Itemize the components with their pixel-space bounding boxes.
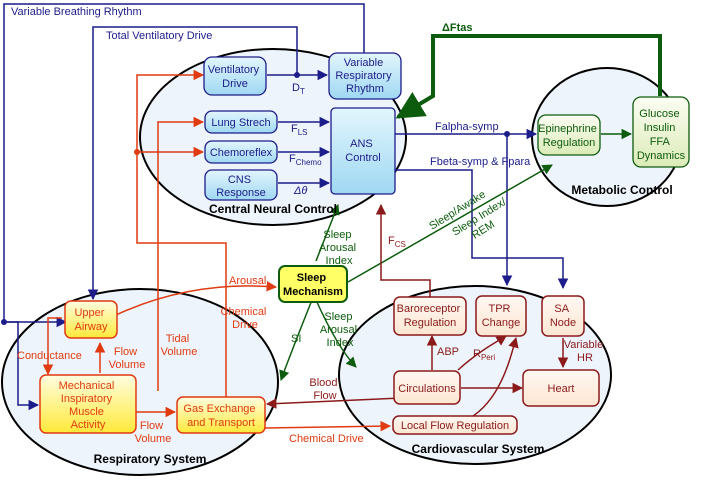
upper-airway-box: Upper Airway	[64, 300, 118, 339]
central-neural-control-title: Central Neural Control	[209, 202, 337, 216]
variable-breathing-rhythm-label: Variable Breathing Rhythm	[11, 6, 142, 18]
blue-connectors	[3, 3, 569, 411]
arousal-label: Arousal	[229, 275, 266, 287]
conductance-label: Conductance	[17, 350, 82, 362]
sleep-mechanism-box: Sleep Mechanism	[278, 265, 348, 303]
si-label: SI	[291, 333, 301, 345]
svg-text:Baroreceptor Regulation: Baroreceptor Regulation	[397, 303, 464, 329]
svg-text:Mechanical Inspiratory: Mechanical Inspiratory Muscle Activity	[59, 380, 118, 431]
tpr-change-box: TPR Change	[475, 295, 527, 337]
heart-box: Heart	[522, 369, 600, 407]
dt-label: DT	[292, 82, 305, 96]
flow-volume-bottom-label: Flow Volume	[135, 420, 172, 445]
svg-text:Sleep Mechanism: Sleep Mechanism	[283, 272, 343, 298]
metabolic-control-title: Metabolic Control	[571, 183, 672, 197]
chemoreflex-box: Chemoreflex	[204, 140, 278, 164]
total-ventilatory-drive-label: Total Ventilatory Drive	[106, 30, 212, 42]
variable-respiratory-rhythm-box: Variable Respiratory Rhythm	[328, 52, 402, 100]
rperi-label: RPeri	[473, 348, 495, 362]
chemical-drive-bottom-label: Chemical Drive	[289, 433, 364, 445]
fchemo-label: FChemo	[289, 153, 322, 167]
abp-label: ABP	[437, 346, 459, 358]
svg-text:Epinephrine Regulation: Epinephrine Regulation	[538, 123, 600, 149]
green-connectors	[279, 34, 662, 381]
red-connectors	[42, 69, 392, 432]
svg-text:SA Node: SA Node	[550, 303, 576, 329]
sa-node-box: SA Node	[541, 295, 585, 337]
variable-hr-label: Variable HR	[564, 339, 607, 364]
sleep-arousal-index-bottom-label: Sleep Arousal Index	[320, 311, 360, 349]
delta-theta-label: Δθ	[293, 185, 307, 197]
svg-text:Ventilatory Drive: Ventilatory Drive	[208, 64, 262, 90]
local-flow-regulation-box: Local Flow Regulation	[392, 415, 518, 435]
cardiovascular-system-title: Cardiovascular System	[412, 442, 545, 456]
baroreceptor-regulation-box: Baroreceptor Regulation	[393, 296, 467, 336]
svg-text:Heart: Heart	[548, 383, 575, 395]
chemical-drive-left-label: Chemical Drive	[221, 306, 270, 331]
svg-text:Local Flow Regulation: Local Flow Regulation	[401, 420, 509, 432]
sleep-arousal-index-top-label: Sleep Arousal Index	[319, 229, 359, 267]
mechanical-muscle-box: Mechanical Inspiratory Muscle Activity	[39, 374, 137, 434]
respiratory-system-title: Respiratory System	[94, 452, 207, 466]
darkred-connectors	[265, 203, 569, 419]
svg-text:CNS Response: CNS Response	[216, 174, 266, 199]
falpha-symp-label: Falpha-symp	[435, 121, 499, 133]
flow-volume-top-label: Flow Volume	[109, 346, 146, 371]
tidal-volume-label: Tidal Volume	[161, 333, 198, 358]
cns-response-box: CNS Response	[204, 169, 278, 201]
svg-text:Glucose Insulin FF: Glucose Insulin FFA Dynamics	[637, 108, 686, 162]
fls-label: FLS	[291, 123, 308, 137]
svg-text:TPR Change: TPR Change	[482, 303, 521, 329]
epinephrine-regulation-box: Epinephrine Regulation	[537, 114, 601, 156]
svg-text:ANS Control: ANS Control	[345, 138, 380, 164]
ans-control-box: ANS Control	[330, 107, 396, 195]
svg-text:Lung Strech: Lung Strech	[211, 117, 270, 129]
svg-text:Chemoreflex: Chemoreflex	[210, 147, 273, 159]
gas-exchange-box: Gas Exchange and Transport	[176, 396, 266, 434]
fbeta-symp-label: Fbeta-symp & Fpara	[430, 156, 531, 168]
lung-strech-box: Lung Strech	[204, 110, 278, 134]
svg-text:Circulations: Circulations	[398, 383, 456, 395]
blood-flow-label: Blood Flow	[309, 377, 340, 402]
svg-text:Gas Exchange and Transpo: Gas Exchange and Transport	[183, 403, 258, 429]
glucose-dynamics-box: Glucose Insulin FFA Dynamics	[632, 96, 690, 168]
ventilatory-drive-box: Ventilatory Drive	[203, 56, 267, 96]
fcs-label: FCS	[388, 235, 406, 249]
circulations-box: Circulations	[393, 370, 461, 405]
svg-text:Upper Airway: Upper Airway	[74, 307, 108, 333]
svg-text:Variable Respiratory: Variable Respiratory Rhythm	[335, 57, 394, 95]
delta-ftas-label: ΔFtas	[442, 22, 473, 34]
